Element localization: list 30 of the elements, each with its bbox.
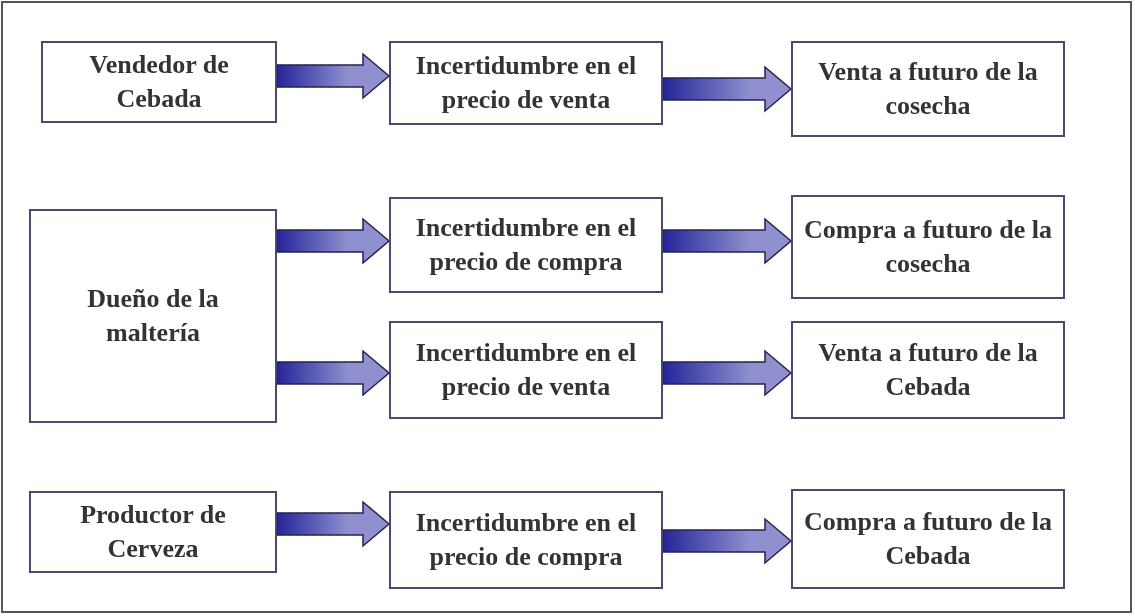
box-text: Compra a futuro de la cosecha — [803, 214, 1053, 280]
process-box — [389, 321, 663, 419]
box-text: Incertidumbre en el precio de compra — [414, 507, 638, 573]
box-text: Incertidumbre en el precio de venta — [414, 50, 638, 116]
process-box — [389, 491, 663, 589]
block-arrow — [662, 349, 793, 397]
block-arrow — [276, 52, 391, 100]
process-box — [389, 197, 663, 293]
box-text: Vendedor de Cebada — [88, 49, 230, 115]
block-arrow — [662, 517, 793, 565]
process-box — [29, 209, 277, 423]
box-text: Venta a futuro de la cosecha — [817, 56, 1039, 122]
block-arrow — [276, 349, 391, 397]
block-arrow — [662, 65, 793, 113]
box-text: Incertidumbre en el precio de venta — [414, 337, 638, 403]
box-text: Productor de Cerveza — [79, 499, 227, 565]
box-text: Dueño de la maltería — [86, 283, 220, 349]
block-arrow — [276, 500, 391, 548]
process-box — [791, 489, 1065, 589]
block-arrow — [276, 217, 391, 265]
process-box — [791, 321, 1065, 419]
box-text: Incertidumbre en el precio de compra — [414, 212, 638, 278]
box-text: Compra a futuro de la Cebada — [803, 506, 1053, 572]
process-box — [791, 41, 1065, 137]
block-arrow — [662, 217, 793, 265]
process-box — [791, 195, 1065, 299]
process-box — [29, 491, 277, 573]
box-text: Venta a futuro de la Cebada — [817, 337, 1039, 403]
process-box — [389, 41, 663, 125]
process-box — [41, 41, 277, 123]
